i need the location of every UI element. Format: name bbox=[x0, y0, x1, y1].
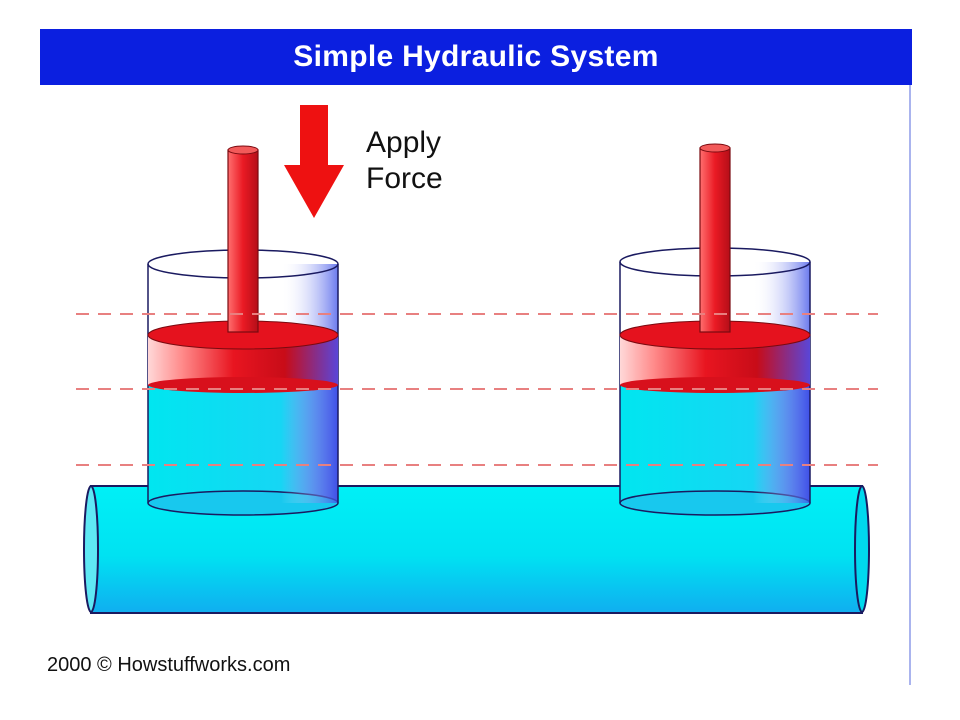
apply-force-label-line2: Force bbox=[366, 162, 443, 195]
level-guide-lines bbox=[76, 313, 878, 466]
frame-border bbox=[909, 85, 911, 685]
right-piston-rod bbox=[699, 143, 731, 333]
force-arrow-icon bbox=[284, 105, 344, 218]
left-piston bbox=[147, 320, 339, 393]
apply-force-label-line1: Apply bbox=[366, 126, 441, 159]
diagram-title: Simple Hydraulic System bbox=[293, 40, 659, 73]
left-piston-rod bbox=[227, 145, 259, 333]
title-bar: Simple Hydraulic System bbox=[40, 29, 912, 85]
copyright-credit: 2000 © Howstuffworks.com bbox=[47, 654, 290, 676]
